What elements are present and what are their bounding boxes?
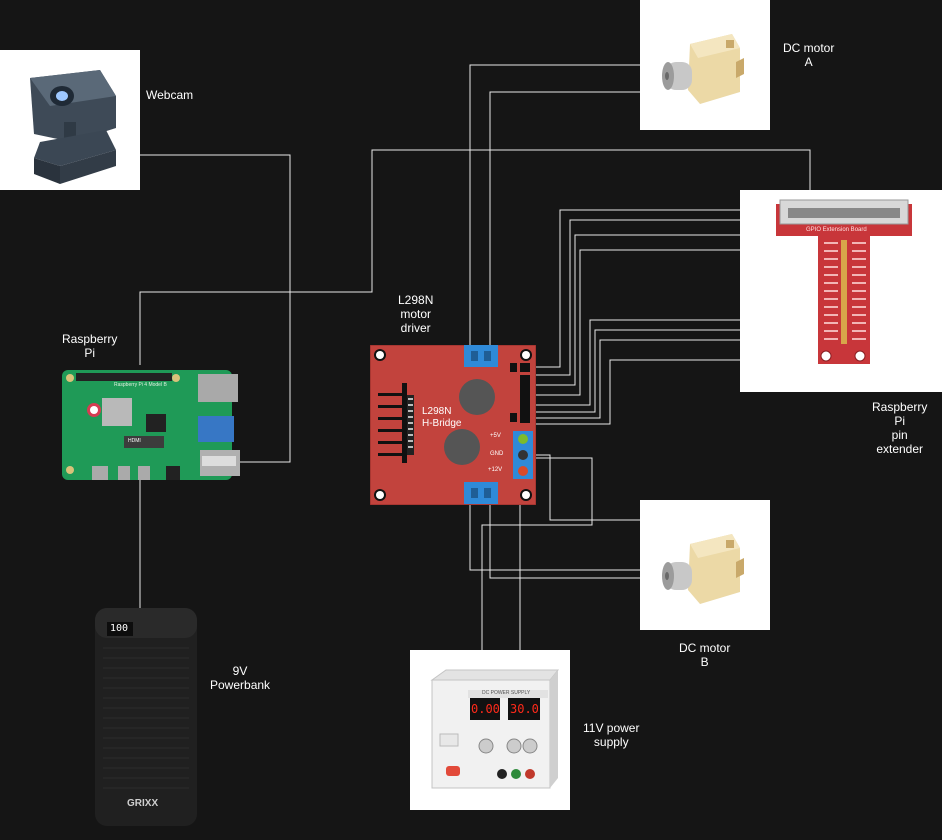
- webcam-icon: [30, 70, 116, 184]
- wire-ctrl-6: [530, 329, 740, 413]
- pin-extender-icon: [776, 199, 912, 364]
- driver-chip-line1: L298N: [422, 406, 452, 417]
- dc-motor-icon: [662, 34, 744, 104]
- label-rpi: Raspberry Pi: [62, 332, 117, 360]
- label-powerbank: 9V Powerbank: [210, 664, 270, 692]
- label-driver-line3: driver: [400, 321, 431, 335]
- wire-motor-a-1: [469, 64, 640, 360]
- driver-pin-5v: +5V: [490, 433, 501, 439]
- label-driver: L298N motor driver: [398, 293, 433, 335]
- label-powerbank-line2: Powerbank: [210, 678, 271, 692]
- label-extender-line3: pin: [891, 428, 908, 442]
- psu-title: DC POWER SUPPLY: [482, 690, 531, 696]
- label-extender-line1: Raspberry: [872, 400, 928, 414]
- wire-motor-b-1: [469, 500, 650, 571]
- wire-motor-a-2: [489, 91, 640, 360]
- motor-a-card[interactable]: [640, 0, 770, 130]
- wire-motor-b-2: [489, 500, 650, 579]
- motor-b-card[interactable]: [640, 500, 770, 630]
- driver-pin-gnd: GND: [490, 451, 504, 457]
- extender-board-title: GPIO Extension Board: [806, 227, 867, 233]
- label-motor-b: DC motor B: [679, 641, 730, 669]
- wire-ctrl-1: [530, 209, 740, 368]
- label-extender: Raspberry Pi pin extender: [872, 400, 927, 456]
- motor-driver-board[interactable]: L298N H-Bridge +5V GND +12V: [370, 345, 536, 505]
- psu-display-left: 0.00: [471, 702, 500, 716]
- label-motor-a-line1: DC motor: [783, 41, 835, 55]
- raspberry-pi-icon: [62, 370, 240, 480]
- powerbank-icon: [95, 608, 197, 826]
- label-motor-a-line2: A: [804, 55, 813, 69]
- label-driver-line1: L298N: [398, 293, 434, 307]
- raspberry-pi-board[interactable]: Raspberry Pi 4 Model B HDMI: [62, 370, 240, 486]
- label-motor-a: DC motor A: [783, 41, 834, 69]
- wire-ctrl-4: [530, 249, 740, 396]
- wire-gnd-psu: [481, 457, 593, 650]
- driver-chip-label: L298N H-Bridge: [422, 406, 461, 430]
- wire-ctrl-7: [530, 339, 740, 419]
- powerbank-brand: GRIXX: [127, 798, 159, 809]
- label-psu-line1: 11V power: [583, 721, 640, 735]
- label-psu: 11V power supply: [583, 721, 639, 749]
- label-psu-line2: supply: [593, 735, 629, 749]
- psu-display-right: 30.0: [510, 702, 539, 716]
- wire-ctrl-5: [530, 319, 740, 406]
- rpi-hdmi-label: HDMI: [128, 438, 141, 444]
- power-supply-icon: [430, 669, 560, 789]
- pin-extender-card[interactable]: GPIO Extension Board: [740, 190, 942, 392]
- motor-driver-icon: [370, 345, 536, 505]
- power-supply-card[interactable]: DC POWER SUPPLY 0.00 30.0: [410, 650, 570, 810]
- dc-motor-icon: [662, 534, 744, 604]
- wire-ctrl-2: [530, 219, 740, 376]
- label-webcam: Webcam: [146, 88, 194, 102]
- label-rpi-line2: Pi: [84, 346, 96, 360]
- label-rpi-line1: Raspberry: [62, 332, 118, 346]
- label-extender-line2: Pi: [894, 414, 906, 428]
- rpi-board-title: Raspberry Pi 4 Model B: [114, 382, 167, 388]
- wire-ctrl-8: [530, 359, 740, 425]
- wire-rpi-extender: [139, 149, 811, 365]
- wire-webcam-usb: [140, 154, 291, 463]
- driver-pin-12v: +12V: [488, 467, 503, 473]
- label-driver-line2: motor: [400, 307, 432, 321]
- powerbank[interactable]: 100 GRIXX: [95, 608, 197, 826]
- label-motor-b-line2: B: [700, 655, 709, 669]
- wire-ctrl-3: [530, 234, 740, 386]
- powerbank-display: 100: [110, 623, 129, 634]
- webcam-card[interactable]: [0, 50, 140, 190]
- driver-chip-line2: H-Bridge: [422, 418, 462, 429]
- label-motor-b-line1: DC motor: [679, 641, 731, 655]
- label-extender-line4: extender: [876, 442, 924, 456]
- label-powerbank-line1: 9V: [232, 664, 248, 678]
